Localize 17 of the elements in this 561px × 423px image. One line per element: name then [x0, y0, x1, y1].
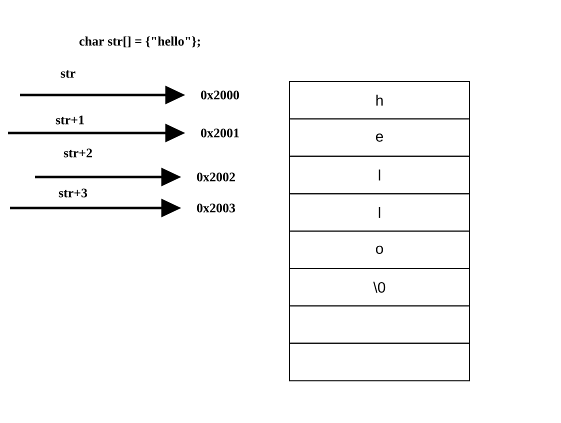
address-label: 0x2000 [201, 90, 239, 100]
memory-cell: \0 [289, 268, 470, 306]
address-label: 0x2001 [201, 128, 239, 138]
memory-cell: l [289, 156, 470, 194]
address-label: 0x2002 [197, 172, 235, 182]
edge-label: str+3 [58, 188, 88, 198]
code-title: char str[] = {"hello"}; [79, 36, 200, 48]
edge-label: str+1 [56, 116, 84, 124]
edge-label: str+2 [64, 148, 92, 158]
address-label: 0x2003 [197, 204, 236, 212]
edge-label: str [60, 70, 76, 78]
memory-cell: o [289, 230, 470, 269]
memory-cell: h [289, 81, 470, 120]
memory-cell [289, 305, 470, 344]
memory-cell [289, 342, 470, 382]
memory-cell: l [289, 193, 470, 232]
memory-cell: e [289, 118, 470, 157]
